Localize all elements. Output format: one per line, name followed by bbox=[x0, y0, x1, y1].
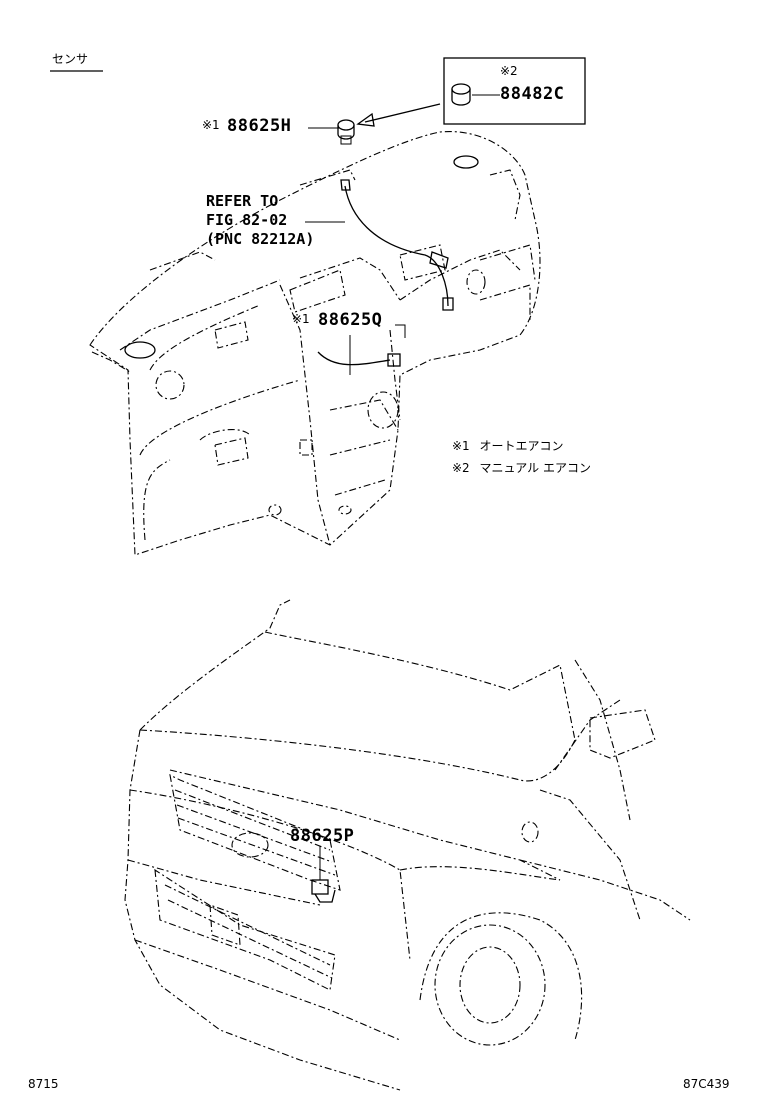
note-1-mark: ※1 bbox=[452, 439, 470, 453]
callout-88625Q-mark: ※1 bbox=[292, 312, 310, 326]
sensor-88625H-icon bbox=[337, 119, 355, 131]
callout-88625Q-part[interactable]: 88625Q bbox=[318, 310, 383, 330]
callout-88625H-part[interactable]: 88625H bbox=[227, 116, 292, 136]
knob-left-icon bbox=[155, 370, 185, 400]
sensor-88625P-icon bbox=[311, 879, 329, 895]
vent-right-icon bbox=[453, 155, 479, 169]
reference-line2[interactable]: FIG 82-02 bbox=[206, 211, 288, 229]
note-2-text: マニュアル エアコン bbox=[479, 461, 591, 475]
callout-88482C-mark: ※2 bbox=[500, 64, 518, 78]
callout-88625H-mark: ※1 bbox=[202, 118, 220, 132]
inset-box bbox=[443, 57, 586, 125]
reference-line1: REFER TO bbox=[206, 192, 279, 210]
wheel-icon bbox=[434, 924, 546, 1046]
mirror-outline bbox=[589, 709, 656, 759]
dashboard-outline bbox=[89, 130, 541, 556]
note-2-mark: ※2 bbox=[452, 461, 470, 475]
car-outline bbox=[124, 599, 691, 1091]
footer-right-code: 87C439 bbox=[683, 1077, 730, 1091]
arrow-icon bbox=[356, 112, 375, 127]
sensor-88625Q-icon bbox=[387, 353, 401, 367]
note-1-text: オートエアコン bbox=[479, 439, 564, 453]
grille-outline bbox=[169, 774, 341, 891]
emblem-icon bbox=[231, 832, 269, 858]
note-1: ※1 オートエアコン bbox=[452, 437, 564, 454]
footer-left-code: 8715 bbox=[28, 1077, 59, 1091]
sensor-cap-icon bbox=[451, 83, 471, 95]
sensor-harness bbox=[344, 185, 449, 307]
vent-left-icon bbox=[124, 341, 156, 359]
section-title: センサ bbox=[52, 52, 89, 66]
knob-center-icon bbox=[367, 391, 399, 429]
sensor-88625Q-harness bbox=[317, 351, 391, 366]
callout-88482C-part[interactable]: 88482C bbox=[500, 84, 565, 104]
callout-88625P-part[interactable]: 88625P bbox=[290, 826, 355, 846]
reference-line3: (PNC 82212A) bbox=[206, 230, 315, 248]
note-2: ※2 マニュアル エアコン bbox=[452, 459, 591, 476]
